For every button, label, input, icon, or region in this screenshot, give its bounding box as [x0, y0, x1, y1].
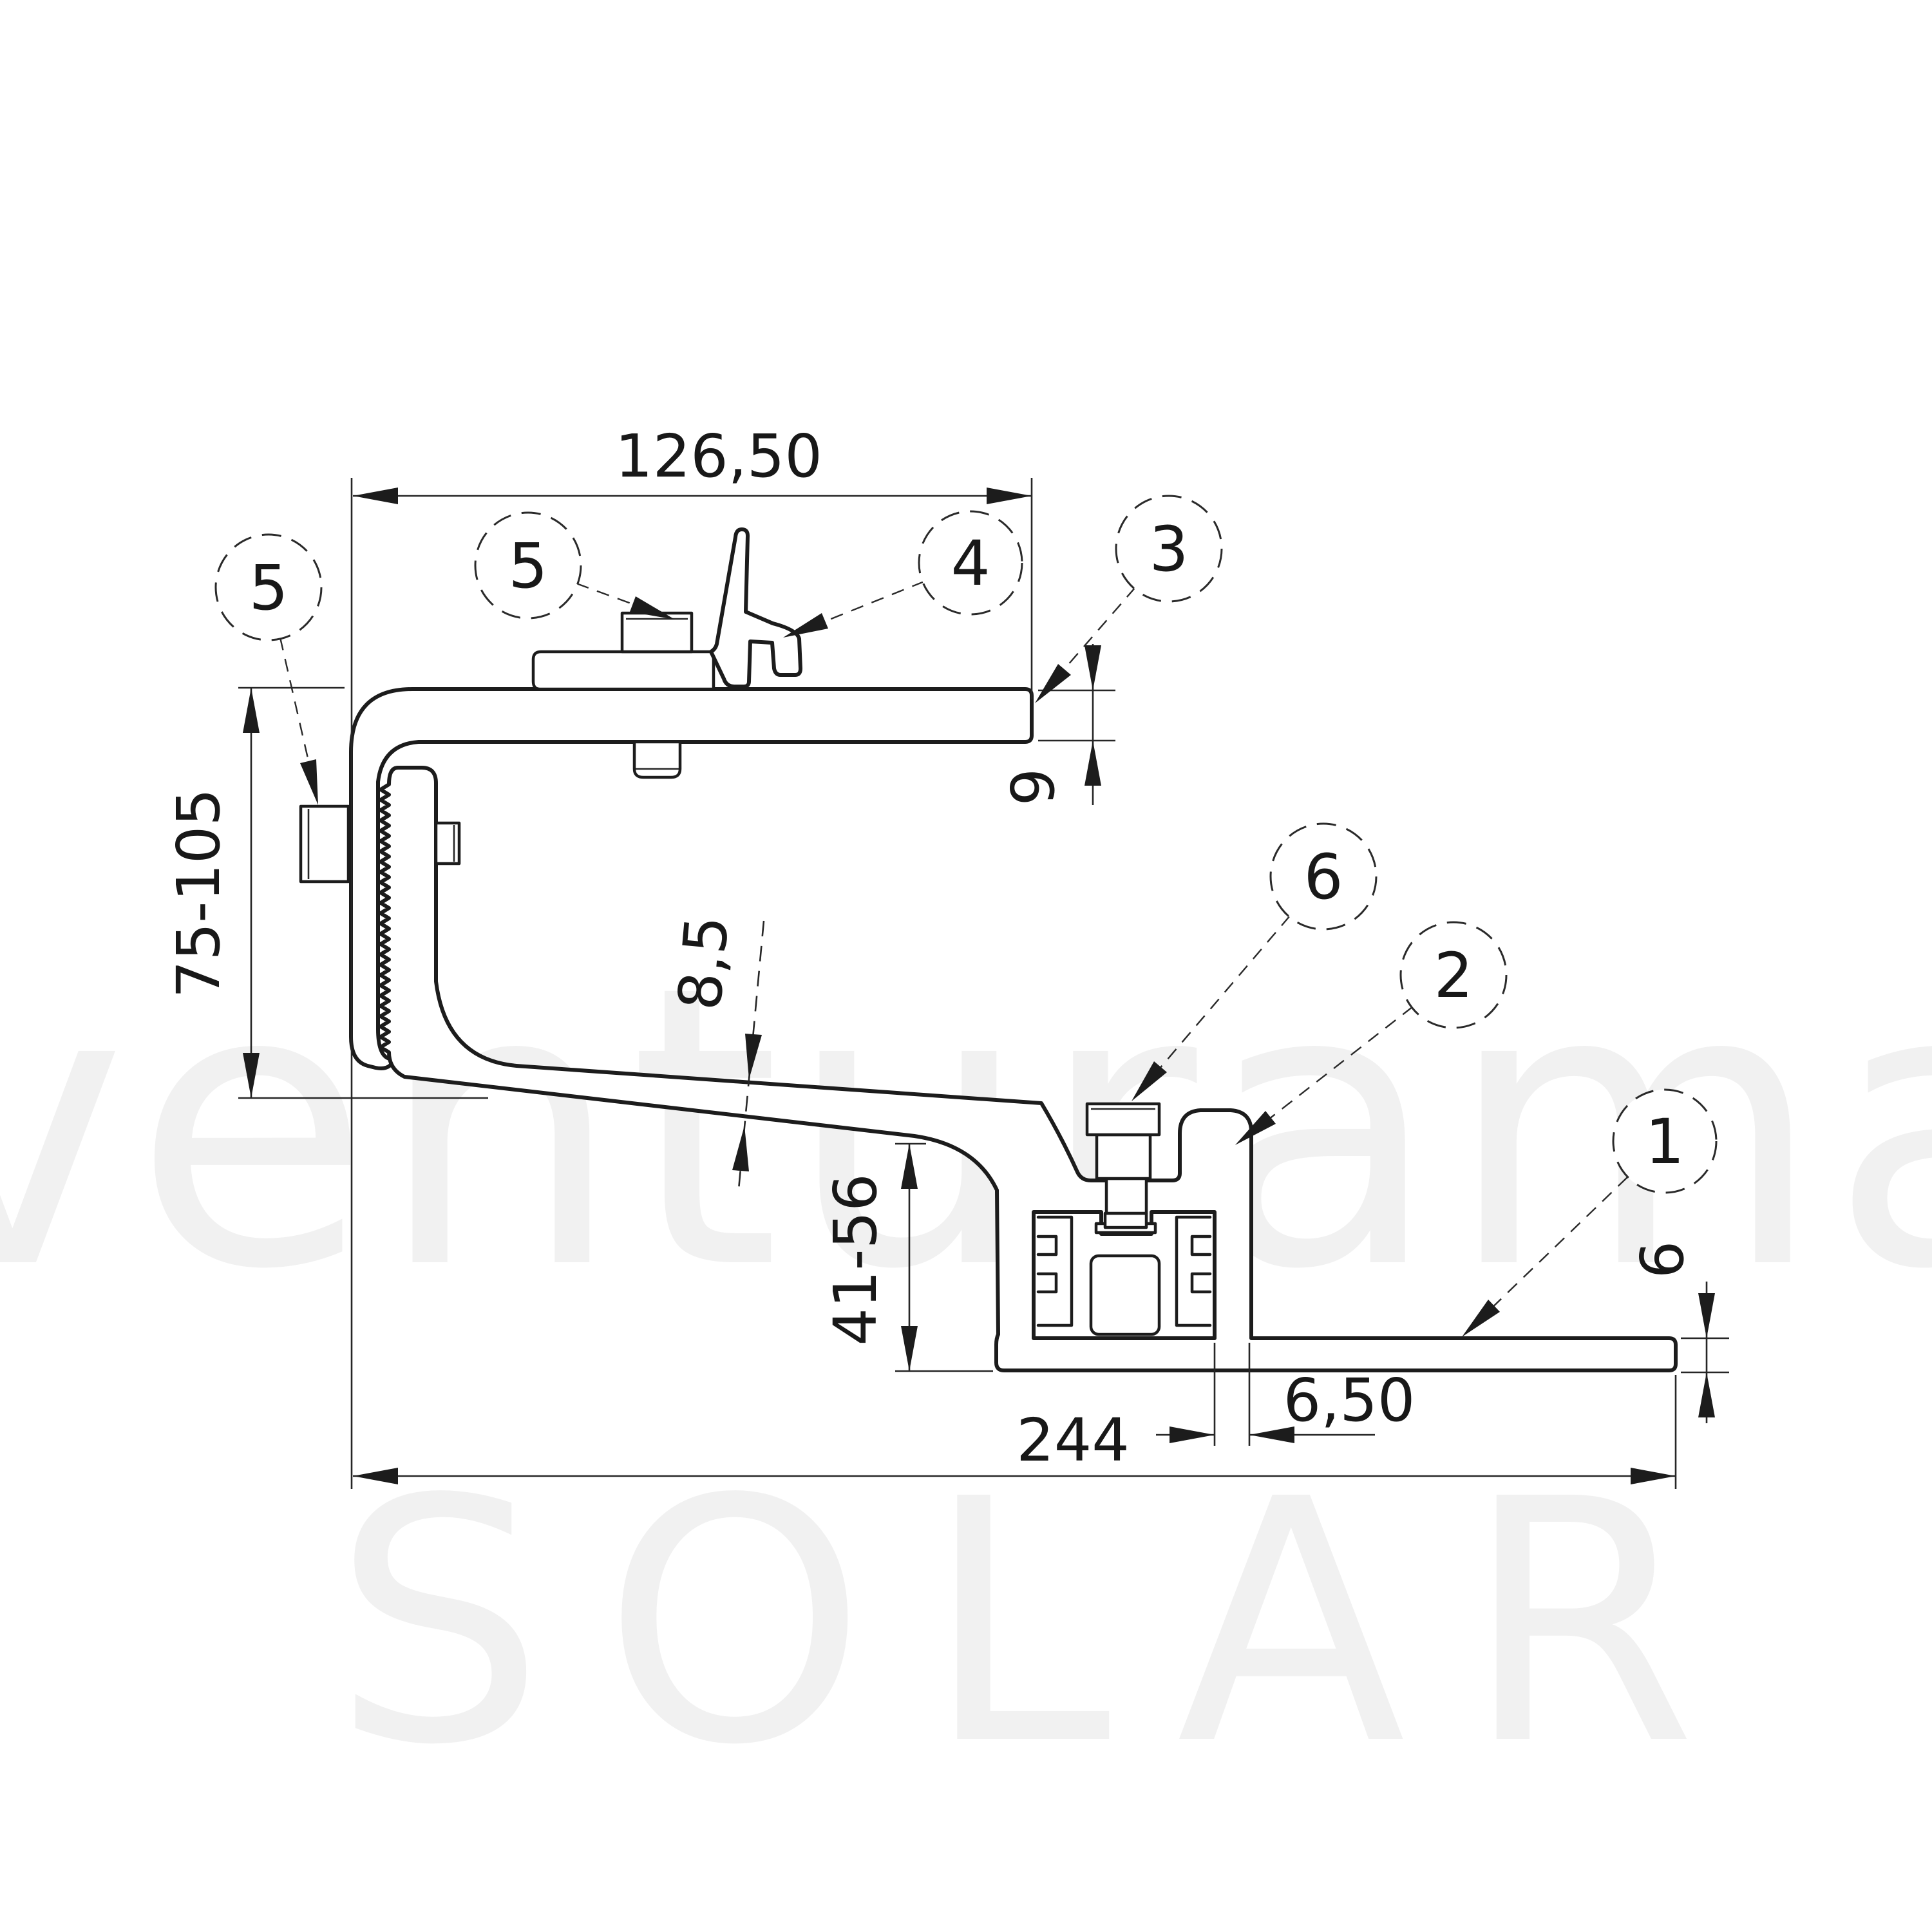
rail-bolt: [1085, 1102, 1161, 1235]
top-bolt-head: [620, 611, 694, 654]
tile-clip: [709, 527, 802, 688]
watermark: venturama SOLAR: [0, 904, 1932, 1818]
callout-circle-4: [918, 510, 1023, 616]
rail-bolt-shank: [1104, 1177, 1148, 1215]
callout-circle-5-top: [474, 511, 582, 620]
t-nut-body: [1103, 1211, 1148, 1229]
dim-text-clamp-height-range: 41-56: [821, 1173, 890, 1345]
callout-circle-6: [1269, 822, 1378, 931]
clamp-plate: [531, 650, 715, 691]
dim-text-base-thickness: 6: [1628, 1241, 1697, 1279]
callout-circle-3: [1115, 495, 1223, 603]
callout-number-2: 2: [1434, 940, 1473, 1012]
callout-number-4: 4: [951, 527, 990, 600]
callout-circle-5-left: [214, 533, 323, 641]
dim-text-rail-gap: 6,50: [1283, 1366, 1416, 1435]
callout-number-5-left: 5: [249, 552, 288, 624]
dimension-lines: 126,50 75-105 9 8,5 41-56 6,50 244 6: [164, 422, 1729, 1489]
rail-left-c-slot: [1036, 1215, 1074, 1327]
callout-number-6: 6: [1303, 841, 1343, 913]
callout-bubbles: 5 5 4 3 6 2 1: [214, 495, 1718, 1194]
dim-text-top-width: 126,50: [615, 422, 822, 491]
rail-bolt-washer: [1095, 1133, 1152, 1180]
top-bolt-nut: [632, 740, 682, 779]
rail-right-c-slot: [1175, 1215, 1212, 1327]
dim-text-top-arm-thickness: 9: [999, 768, 1068, 806]
rail-center-hole: [1089, 1254, 1161, 1336]
callout-circle-2: [1399, 921, 1508, 1029]
callout-number-3: 3: [1149, 513, 1188, 585]
dim-text-lower-arm-thickness: 8,5: [665, 913, 742, 1013]
callout-circle-1: [1612, 1088, 1718, 1194]
dim-text-overall-length: 244: [1016, 1406, 1130, 1475]
lower-bracket-body: [379, 766, 1678, 1372]
callout-number-5-top: 5: [508, 530, 547, 602]
watermark-line2: SOLAR: [332, 1428, 1754, 1818]
dim-text-hook-height-range: 75-105: [164, 788, 233, 998]
callout-leaders: [279, 580, 1628, 1337]
callout-number-1: 1: [1645, 1106, 1684, 1178]
side-bolt-head: [299, 804, 350, 884]
adjustment-bolt-end: [434, 821, 461, 866]
